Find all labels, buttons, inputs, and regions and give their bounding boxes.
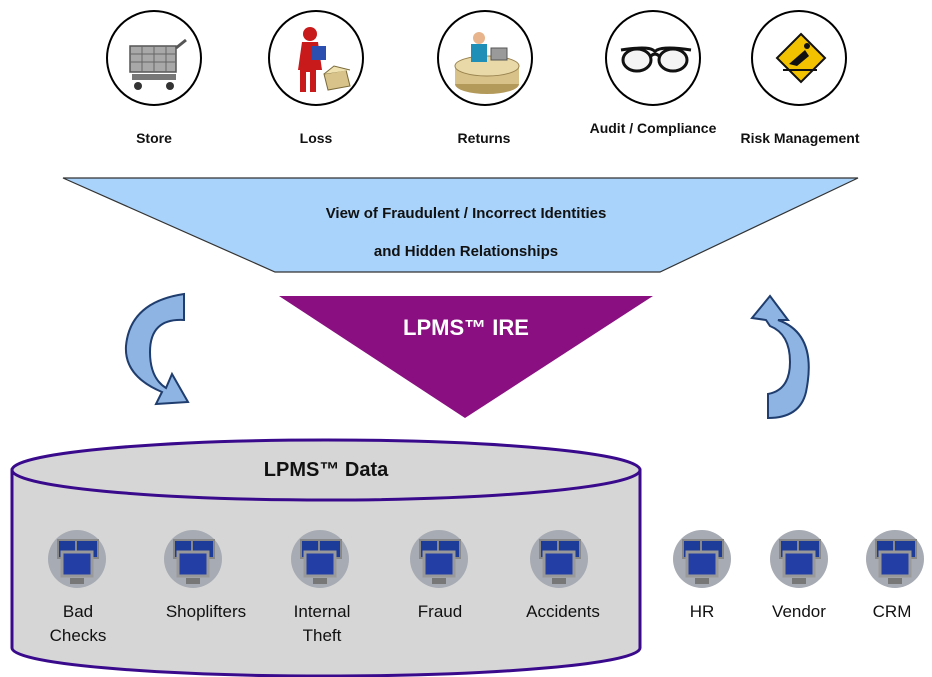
source-label-fraud: Fraud xyxy=(417,602,463,621)
view-banner-shape xyxy=(62,177,859,273)
returns-role-circle xyxy=(437,10,533,106)
hazard-sign-icon xyxy=(775,32,827,84)
thief-icon xyxy=(298,27,351,92)
view-banner-line2: and Hidden Relationships xyxy=(373,243,559,260)
engine-label: LPMS™ IRE xyxy=(403,315,529,340)
source-label-internal-theft: Internal Theft xyxy=(293,602,351,645)
right-curved-arrow xyxy=(750,294,810,420)
view-banner-line1: View of Fraudulent / Incorrect Identitie… xyxy=(325,205,607,222)
monitor-stack-icon xyxy=(673,530,731,588)
monitor-stack-icon xyxy=(530,530,588,588)
role-label-risk: Risk Management xyxy=(740,130,860,146)
monitor-stack-icon xyxy=(770,530,828,588)
monitor-stack-icon xyxy=(866,530,924,588)
engine-triangle xyxy=(279,296,653,418)
audit-role-circle xyxy=(605,10,701,106)
monitor-stack-icon xyxy=(164,530,222,588)
monitor-stack-icon xyxy=(48,530,106,588)
glasses-icon xyxy=(620,46,692,73)
source-label-bad-checks: Bad Checks xyxy=(49,602,107,645)
source-label-accidents: Accidents xyxy=(526,602,600,621)
external-label-crm: CRM xyxy=(872,602,912,621)
role-label-store: Store xyxy=(136,130,172,146)
database-cylinder-top xyxy=(10,438,642,502)
role-label-returns: Returns xyxy=(457,130,511,146)
risk-role-circle xyxy=(751,10,847,106)
loss-role-circle xyxy=(268,10,364,106)
external-label-hr: HR xyxy=(689,602,715,621)
source-label-shoplifters: Shoplifters xyxy=(165,602,247,621)
database-title: LPMS™ Data xyxy=(263,459,389,481)
role-label-audit: Audit / Compliance xyxy=(589,120,717,136)
returns-counter-icon xyxy=(454,32,520,94)
store-role-circle xyxy=(106,10,202,106)
left-curved-arrow xyxy=(124,292,190,406)
external-label-vendor: Vendor xyxy=(772,602,826,621)
role-label-loss: Loss xyxy=(299,130,333,146)
shopping-cart-icon xyxy=(129,38,187,90)
monitor-stack-icon xyxy=(410,530,468,588)
monitor-stack-icon xyxy=(291,530,349,588)
